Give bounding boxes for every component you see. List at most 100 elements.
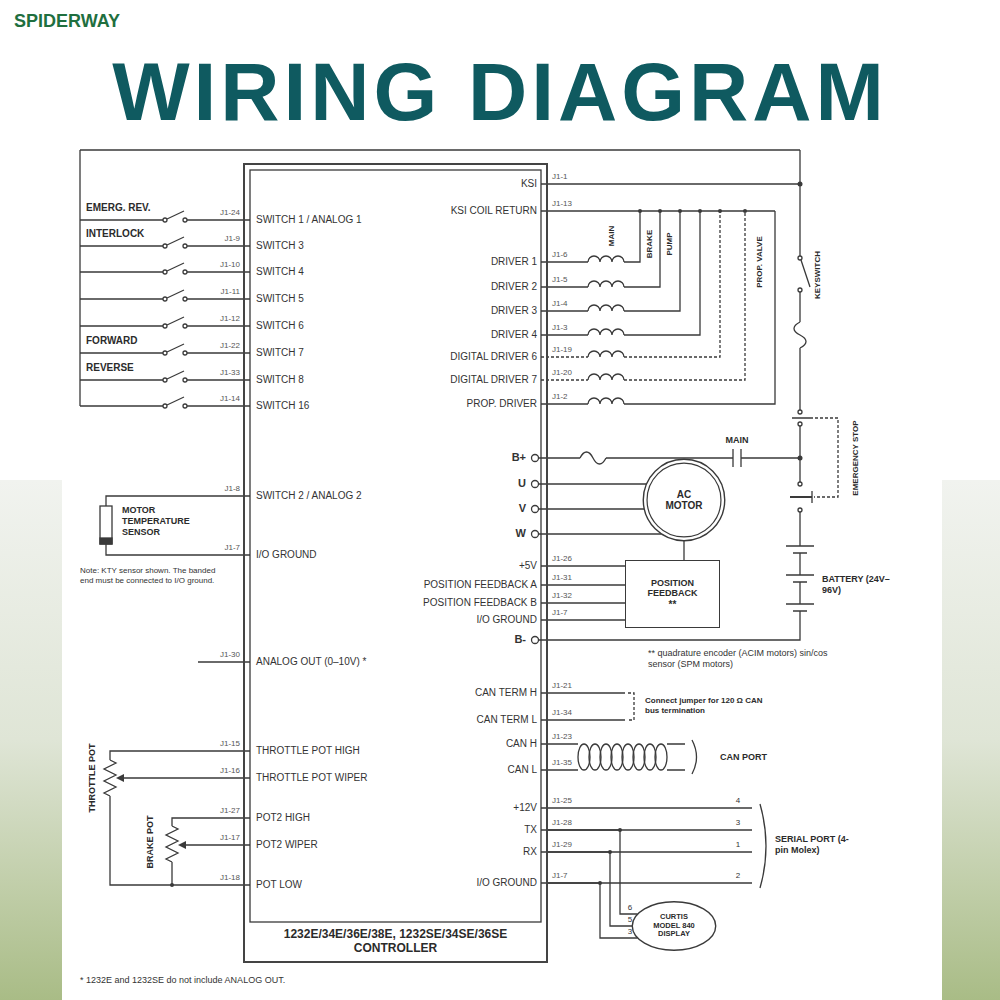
label-anchor: J1-5 <box>552 275 568 285</box>
pin-name: THROTTLE POT WIPER <box>256 772 368 784</box>
pin-number: J1-24 <box>220 208 240 218</box>
wire-edge <box>548 584 625 585</box>
label-anchor: THROTTLE POT HIGH <box>256 745 360 757</box>
pin-name: CAN L <box>508 764 537 776</box>
pin-name: I/O GROUND <box>256 549 317 561</box>
terminal-name: U <box>518 477 526 490</box>
controller-caption: 1232E/34E/36E/38E, 1232SE/34SE/36SE CONT… <box>251 927 541 956</box>
label-anchor: 1232E/34E/36E/38E, 1232SE/34SE/36SE CONT… <box>251 927 541 956</box>
controller-box: SWITCH 1 / ANALOG 1 SWITCH 3 SWITCH 4 SWITC… <box>243 163 548 963</box>
switch-name: EMERG. REV. <box>86 202 151 214</box>
terminal-name: W <box>516 527 526 540</box>
label-anchor: ANALOG OUT (0–10V) * <box>256 656 366 668</box>
pin-number: J1-1 <box>552 172 568 182</box>
pin-number: J1-19 <box>552 345 572 355</box>
pin-name: CAN TERM H <box>475 687 537 699</box>
pin-number: J1-5 <box>552 275 568 285</box>
label-anchor: POT2 WIPER <box>256 839 318 851</box>
switch-name: INTERLOCK <box>86 228 144 240</box>
pin-number: J1-18 <box>220 873 240 883</box>
label-anchor: MOTOR TEMPERATURE SENSOR <box>122 505 202 537</box>
label-anchor: 5 <box>628 915 632 925</box>
pin-name: DIGITAL DRIVER 7 <box>450 374 537 386</box>
pin-name: SWITCH 1 / ANALOG 1 <box>256 214 362 226</box>
label-anchor: SWITCH 5 <box>256 293 304 305</box>
pin-name: CAN TERM L <box>477 714 537 726</box>
node-text: ** <box>669 599 677 611</box>
pin-number: 3 <box>628 927 632 937</box>
label-anchor: I/O GROUND <box>476 614 537 626</box>
pin-number: J1-22 <box>220 341 240 351</box>
pin-name: I/O GROUND <box>476 614 537 626</box>
pin-name: KSI COIL RETURN <box>451 205 537 217</box>
note: ** quadrature encoder (ACIM motors) sin/… <box>648 648 838 670</box>
pin-name: SWITCH 6 <box>256 320 304 332</box>
label-anchor: W <box>516 527 526 540</box>
pin-name: SWITCH 3 <box>256 240 304 252</box>
label-anchor: J1-10 <box>220 260 240 270</box>
label-anchor: I/O GROUND <box>256 549 317 561</box>
brand-logo: SPIDERWAY <box>14 11 120 33</box>
label-anchor: J1-34 <box>552 708 572 718</box>
label-anchor: CAN TERM H <box>475 687 537 699</box>
coil-name: MAIN <box>607 226 617 246</box>
pin-number: J1-3 <box>552 323 568 333</box>
label-anchor: BRAKE <box>645 230 655 258</box>
label-anchor: J1-30 <box>220 650 240 660</box>
outline-ring <box>647 463 721 537</box>
pin-number: 4 <box>736 796 740 806</box>
wire-edge <box>548 602 625 603</box>
label-anchor: J1-4 <box>552 299 568 309</box>
label-anchor: +12V <box>513 802 537 814</box>
title: WIRING DIAGRAM <box>112 43 888 141</box>
label-anchor: SWITCH 3 <box>256 240 304 252</box>
label-anchor: SWITCH 2 / ANALOG 2 <box>256 490 362 502</box>
part-name: KEYSWITCH <box>813 251 823 299</box>
wire-edge <box>683 541 684 560</box>
photo-edge <box>0 480 62 1000</box>
pin-name: SWITCH 4 <box>256 266 304 278</box>
pin-name: SWITCH 7 <box>256 347 304 359</box>
pin-number: J1-7 <box>224 543 240 553</box>
coil-name: PUMP <box>665 232 675 255</box>
part-name: BATTERY (24V–96V) <box>822 574 892 596</box>
node-text: CURTIS MODEL 840 DISPLAY <box>648 913 700 939</box>
label-anchor: DRIVER 3 <box>491 305 537 317</box>
note: Connect jumper for 120 Ω CAN bus termina… <box>645 696 770 715</box>
label-anchor: J1-11 <box>221 287 240 297</box>
label-anchor: J1-12 <box>220 314 240 324</box>
pin-number: J1-34 <box>552 708 572 718</box>
label-anchor: J1-23 <box>552 732 572 742</box>
pin-number: 2 <box>736 871 740 881</box>
label-anchor: 3 <box>736 818 740 828</box>
label-anchor: CAN H <box>506 738 537 750</box>
terminal-name: V <box>519 502 526 515</box>
label-anchor: POSITION FEEDBACK B <box>423 597 537 609</box>
pin-name: THROTTLE POT HIGH <box>256 745 360 757</box>
label-anchor: SPIDERWAY <box>14 11 120 33</box>
label-anchor: DRIVER 4 <box>491 329 537 341</box>
label-anchor: J1-27 <box>220 806 240 816</box>
label-anchor: J1-21 <box>552 681 572 691</box>
label-anchor: J1-6 <box>552 250 568 260</box>
pin-name: SWITCH 16 <box>256 400 309 412</box>
label-anchor: RX <box>523 846 537 858</box>
pin-name: SWITCH 8 <box>256 374 304 386</box>
wire-edge <box>548 565 625 566</box>
wire-edge <box>548 883 638 938</box>
label-anchor: 4 <box>736 796 740 806</box>
label-anchor: WIRING DIAGRAM <box>112 43 888 141</box>
pin-number: J1-28 <box>552 818 572 828</box>
label-anchor: CAN L <box>508 764 537 776</box>
pin-name: TX <box>524 824 537 836</box>
label-anchor: FORWARD <box>86 335 137 347</box>
label-anchor: MAIN <box>607 226 617 246</box>
label-anchor: SWITCH 16 <box>256 400 309 412</box>
pin-name: ANALOG OUT (0–10V) * <box>256 656 366 668</box>
label-anchor: J1-28 <box>552 818 572 828</box>
wires <box>80 150 838 922</box>
part-name: EMERGENCY STOP <box>851 420 861 495</box>
label-anchor: J1-7 <box>552 608 568 618</box>
